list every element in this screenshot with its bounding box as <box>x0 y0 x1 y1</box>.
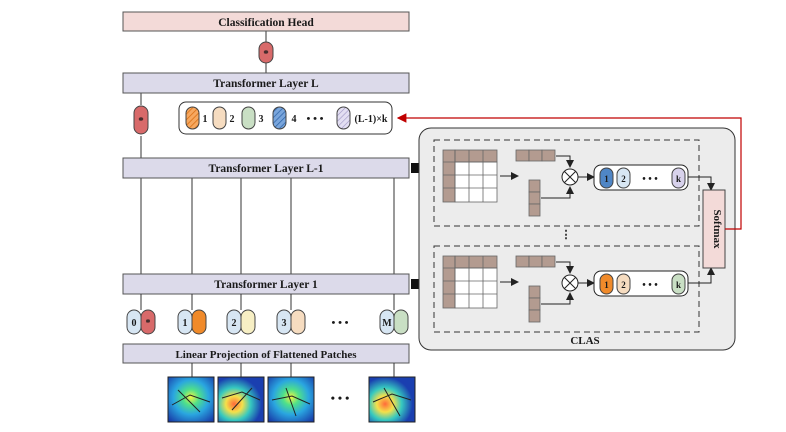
svg-text:1: 1 <box>203 114 208 125</box>
svg-text:3: 3 <box>259 114 264 125</box>
softmax-block: Softmax <box>702 189 726 269</box>
svg-text:Linear Projection of Flattened: Linear Projection of Flattened Patches <box>175 349 357 361</box>
patch-images: • • • <box>167 363 416 423</box>
transformer-layer-top: Transformer Layer L <box>122 72 410 94</box>
svg-text:2: 2 <box>230 114 235 125</box>
svg-text:*: * <box>146 318 151 329</box>
clas-branch-lower: 1 2 • • • k <box>433 245 715 333</box>
patch-image <box>267 376 315 423</box>
svg-text:k: k <box>676 280 681 290</box>
connector-lines <box>140 31 395 274</box>
transformer-layer-bottom: Transformer Layer 1 <box>122 273 410 295</box>
svg-text:4: 4 <box>292 114 297 125</box>
svg-text:(L-1)×k: (L-1)×k <box>355 114 388 125</box>
feedback-arrow <box>396 113 742 230</box>
transformer-layer-mid: Transformer Layer L-1 <box>122 157 410 179</box>
branch-vdots: ⋮ <box>561 229 572 241</box>
clas-label: CLAS <box>570 335 599 347</box>
cls-token-top: * <box>258 41 274 64</box>
svg-text:M: M <box>382 318 392 329</box>
svg-text:*: * <box>138 115 144 127</box>
svg-text:2: 2 <box>232 318 237 329</box>
input-tokens: 0 * 1 2 3 • • • M <box>126 294 409 335</box>
svg-text:k: k <box>676 174 681 184</box>
svg-text:0: 0 <box>132 318 137 329</box>
classification-head: Classification Head <box>122 11 410 32</box>
svg-text:• • •: • • • <box>331 317 348 329</box>
svg-text:*: * <box>263 48 269 60</box>
svg-text:• • •: • • • <box>642 174 658 185</box>
svg-text:• • •: • • • <box>306 113 323 125</box>
svg-text:1: 1 <box>604 280 609 290</box>
svg-text:1: 1 <box>604 174 609 184</box>
softmax-label: Softmax <box>711 209 723 249</box>
svg-text:1: 1 <box>183 318 188 329</box>
cls-token-mid: * <box>133 105 149 135</box>
patch-image <box>167 376 215 423</box>
clas-branch-upper: 1 2 • • • k <box>433 139 715 227</box>
aggregated-token-list: 1 2 3 4 • • • (L-1)×k <box>178 101 393 135</box>
svg-text:Transformer Layer 1: Transformer Layer 1 <box>214 279 318 291</box>
svg-text:2: 2 <box>621 280 626 290</box>
patch-image <box>217 376 265 423</box>
svg-text:• • •: • • • <box>331 391 350 405</box>
svg-text:• • •: • • • <box>642 280 658 291</box>
svg-text:3: 3 <box>282 318 287 329</box>
svg-text:Transformer Layer L: Transformer Layer L <box>213 78 319 90</box>
linear-projection: Linear Projection of Flattened Patches <box>122 343 410 364</box>
clas-module: CLAS <box>418 127 736 351</box>
svg-text:2: 2 <box>621 174 626 184</box>
svg-text:Transformer Layer L-1: Transformer Layer L-1 <box>209 163 324 175</box>
classification-head-label: Classification Head <box>218 17 314 29</box>
patch-image <box>368 376 416 423</box>
